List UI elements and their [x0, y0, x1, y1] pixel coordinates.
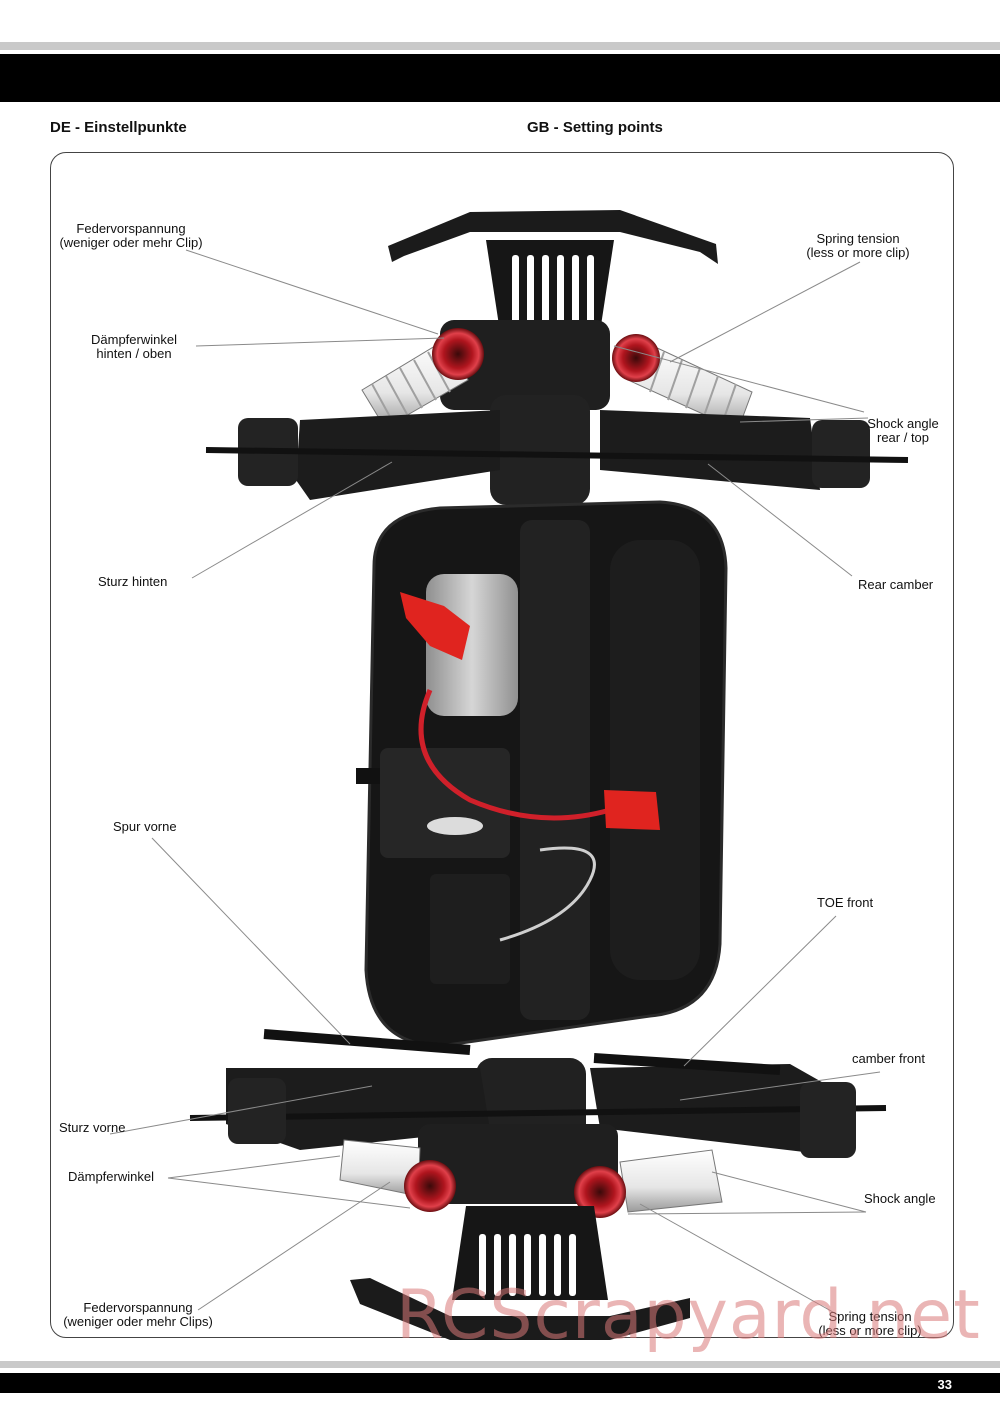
label-shock-rear-gb: Shock angle rear / top: [858, 417, 948, 445]
label-shock-front-de: Dämpferwinkel: [68, 1169, 154, 1184]
esc: [380, 748, 510, 858]
front-axle: [189, 1105, 887, 1121]
label-spring-front-de-line1: Federvorspannung: [83, 1300, 193, 1315]
front-tower: [418, 1124, 618, 1204]
esc-logo: [427, 817, 483, 835]
label-shock-rear-de-line1: Dämpferwinkel: [91, 332, 177, 347]
heading-de: DE - Einstellpunkte: [50, 119, 187, 136]
front-left-hub: [228, 1078, 286, 1144]
top-black-bar: [0, 54, 1000, 102]
page-number: 33: [937, 1377, 952, 1392]
label-spring-rear-gb-line1: Spring tension: [816, 231, 900, 246]
label-spring-front-de: Federvorspannung (weniger oder mehr Clip…: [56, 1301, 220, 1329]
label-toe-front-gb: TOE front: [817, 895, 874, 910]
rear-gearbox: [490, 395, 590, 505]
battery-tray: [610, 540, 700, 980]
label-spring-rear-gb: Spring tension (less or more clip): [798, 232, 918, 260]
heading-gb: GB - Setting points: [527, 119, 663, 136]
red-wire: [418, 689, 611, 821]
switch: [356, 768, 380, 784]
grey-wire: [499, 846, 596, 942]
label-camber-front-gb: camber front: [852, 1051, 925, 1066]
motor: [426, 574, 518, 716]
label-shock-rear-gb-line2: rear / top: [876, 430, 930, 445]
bottom-black-bar: [0, 1373, 1000, 1393]
leader-lines: [109, 249, 881, 1317]
rear-right-hub: [812, 420, 870, 488]
label-shock-rear-de-line2: hinten / oben: [96, 346, 172, 361]
top-grey-rule: [0, 42, 1000, 50]
label-shock-rear-de: Dämpferwinkel hinten / oben: [84, 333, 184, 361]
front-right-hub: [800, 1082, 856, 1158]
label-spring-rear-de: Federvorspannung (weniger oder mehr Clip…: [56, 222, 206, 250]
label-spring-rear-gb-line2: (less or more clip): [806, 245, 910, 260]
label-spring-rear-de-line1: Federvorspannung: [76, 221, 186, 236]
rear-bumper: [388, 210, 718, 264]
center-spine: [520, 520, 590, 1020]
front-bumper: [350, 1278, 690, 1340]
front-toe-link: [263, 1029, 471, 1055]
label-camber-front-de: Sturz vorne: [59, 1120, 126, 1135]
label-camber-rear-de: Sturz hinten: [98, 574, 168, 589]
watermark: RCScrapyard.net: [396, 1276, 981, 1355]
receiver: [430, 874, 510, 984]
label-spring-front-gb-line1: Spring tension: [828, 1309, 912, 1324]
rear-right-arm: [600, 410, 820, 490]
label-spring-front-gb: Spring tension (less or more clip): [810, 1310, 930, 1338]
bottom-grey-rule: [0, 1361, 1000, 1368]
label-toe-front-de: Spur vorne: [113, 819, 177, 834]
rear-axle: [205, 447, 909, 463]
label-camber-rear-gb: Rear camber: [858, 577, 934, 592]
label-spring-rear-de-line2: (weniger oder mehr Clip): [59, 235, 203, 250]
label-shock-front-gb: Shock angle: [864, 1191, 936, 1206]
front-grille-slots: [479, 1234, 576, 1296]
label-shock-rear-gb-line1: Shock angle: [867, 416, 939, 431]
rear-wing-grille: [486, 240, 614, 332]
deans-plug: [604, 790, 660, 830]
motor-connector: [400, 592, 470, 660]
front-left-shock: [339, 1139, 456, 1212]
front-toe-link-right: [593, 1053, 781, 1075]
front-right-shock: [574, 1149, 723, 1218]
label-spring-front-gb-line2: (less or more clip): [818, 1323, 922, 1338]
rear-left-shock: [361, 328, 484, 429]
label-spring-front-de-line2: (weniger oder mehr Clips): [63, 1314, 213, 1329]
rear-grille-slots: [512, 255, 594, 325]
rear-tower: [440, 320, 610, 410]
